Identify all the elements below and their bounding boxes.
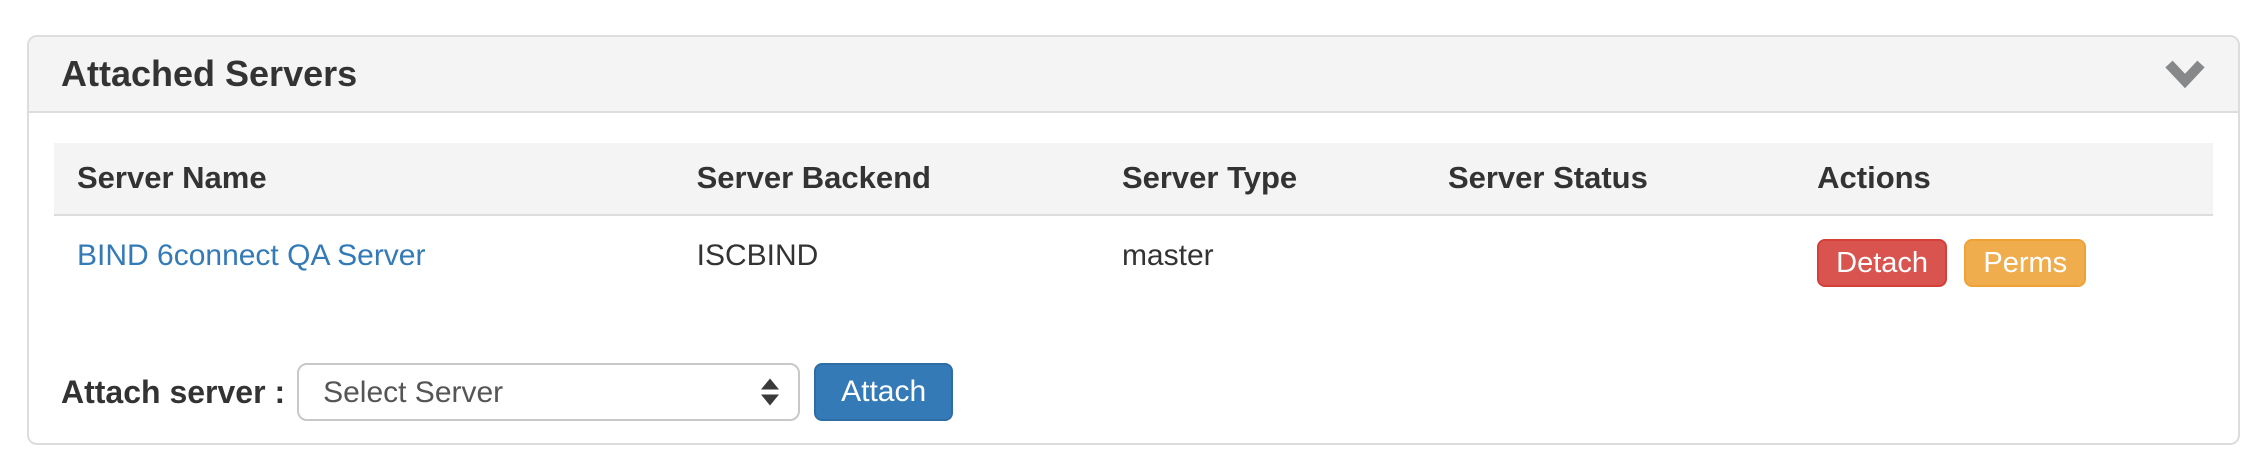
panel-title: Attached Servers <box>61 53 358 94</box>
attach-server-form: Attach server : Select Server Attach <box>54 363 2213 421</box>
table-header-row: Server Name Server Backend Server Type S… <box>54 143 2213 216</box>
server-select[interactable]: Select Server <box>297 363 801 421</box>
panel-header: Attached Servers <box>29 37 2238 113</box>
attach-server-label: Attach server : <box>61 373 286 410</box>
cell-server-type: master <box>1121 239 1214 272</box>
chevron-down-icon <box>2164 59 2206 89</box>
detach-button[interactable]: Detach <box>1817 239 1948 287</box>
table-row: BIND 6connect QA Server ISCBIND master D… <box>54 215 2213 319</box>
col-header-actions: Actions <box>1794 143 2213 216</box>
cell-server-backend: ISCBIND <box>696 239 819 272</box>
panel-body: Server Name Server Backend Server Type S… <box>29 113 2238 421</box>
cell-server-status <box>1425 215 1794 319</box>
col-header-server-status: Server Status <box>1424 143 1795 216</box>
server-name-link[interactable]: BIND 6connect QA Server <box>77 239 426 272</box>
collapse-toggle[interactable] <box>2164 59 2206 89</box>
cell-actions: Detach Perms <box>1794 215 2213 319</box>
col-header-server-backend: Server Backend <box>673 143 1099 216</box>
attach-button[interactable]: Attach <box>814 363 954 421</box>
col-header-server-name: Server Name <box>54 143 674 216</box>
attached-servers-table: Server Name Server Backend Server Type S… <box>54 143 2213 319</box>
server-select-wrapper: Select Server <box>297 363 801 421</box>
attached-servers-panel: Attached Servers Server Name Server Back… <box>27 35 2240 445</box>
perms-button[interactable]: Perms <box>1964 239 2087 287</box>
cell-server-name: BIND 6connect QA Server <box>54 215 674 319</box>
col-header-server-type: Server Type <box>1098 143 1425 216</box>
